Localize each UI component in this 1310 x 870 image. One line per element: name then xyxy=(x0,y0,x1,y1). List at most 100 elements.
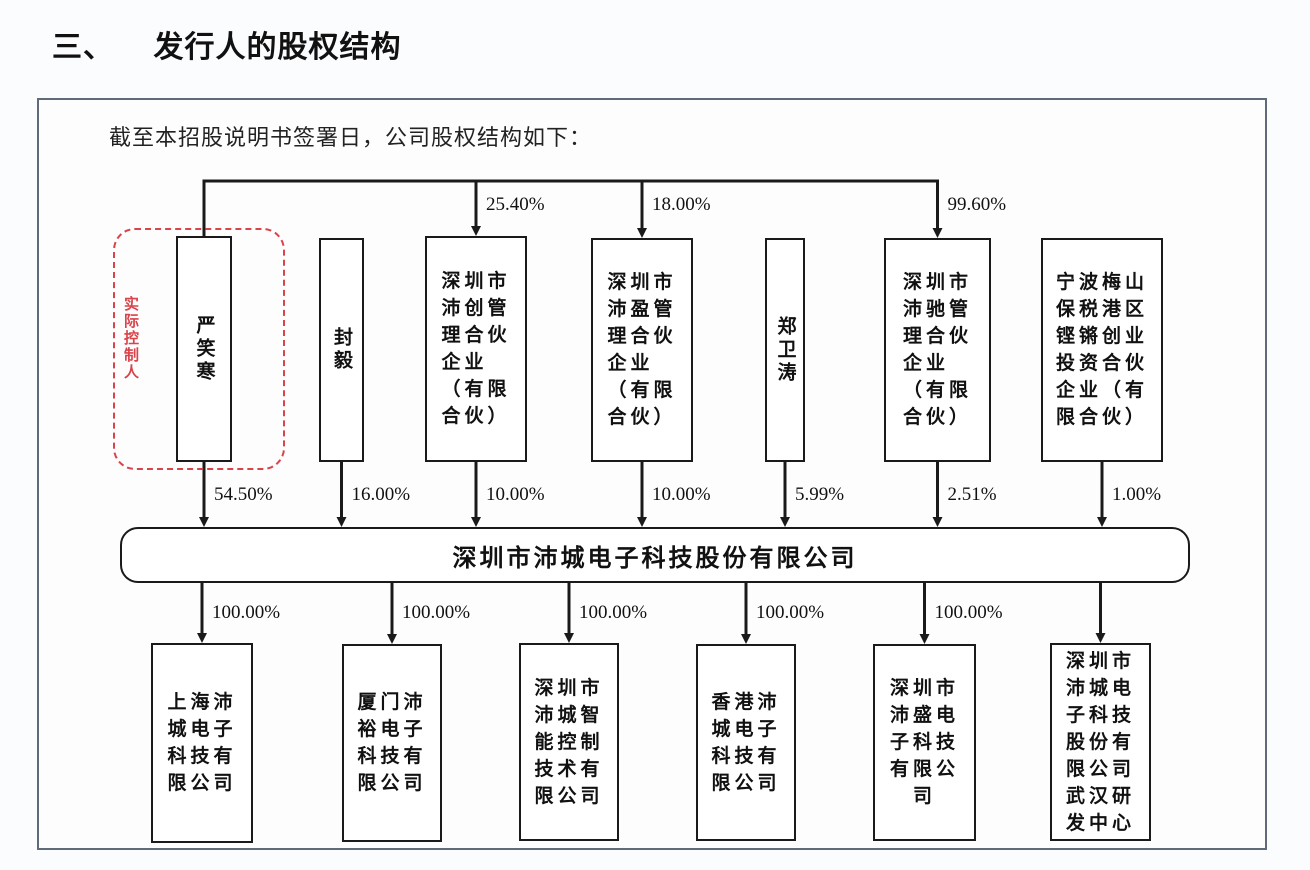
shareholder-name: 郑卫涛 xyxy=(774,315,797,385)
shareholder-name: 深圳市沛盈管理合伙企业 （有限合伙） xyxy=(607,269,676,431)
shareholder-name-line: 深圳市 xyxy=(902,271,972,293)
shareholder-box: 郑卫涛 xyxy=(765,238,805,462)
subsidiary-name-line: 能控制 xyxy=(534,730,604,753)
controller-stake-label: 25.40% xyxy=(486,194,545,215)
subsidiary-name-line: 厦门沛 xyxy=(357,691,427,713)
subsidiary-name-line: 有限公 xyxy=(889,758,959,780)
intro-text: 截至本招股说明书签署日，公司股权结构如下： xyxy=(109,126,593,151)
subsidiary-percentage: 100.00% xyxy=(402,602,471,623)
shareholder-name-line: 沛盈管 xyxy=(607,298,677,320)
shareholder-name-line: 投资合伙 xyxy=(1055,352,1148,374)
shareholding-arrow xyxy=(336,517,347,527)
shareholding-arrow xyxy=(780,517,790,527)
subsidiary-name: 深圳市沛城电子科技股份有限公司武汉研发中心 xyxy=(1066,648,1135,837)
shareholder-name: 封毅 xyxy=(331,327,353,373)
shareholding-percentage: 16.00% xyxy=(351,484,411,505)
subsidiary-name-line: 限公司 xyxy=(711,771,781,794)
subsidiary-name-line: 科技有 xyxy=(167,745,237,767)
shareholder-name-line: 合伙） xyxy=(607,406,677,428)
subsidiary-arrow xyxy=(741,634,751,644)
shareholding-percentage: 10.00% xyxy=(486,484,545,505)
subsidiary-percentage: 100.00% xyxy=(579,602,648,623)
subsidiary-name-line: 子科技 xyxy=(1065,703,1135,726)
subsidiary-name-line: 技术有 xyxy=(534,757,604,780)
controller-stake-arrow xyxy=(637,228,647,238)
subsidiary-name: 厦门沛裕电子科技有限公司 xyxy=(357,689,426,797)
shareholder-box: 封毅 xyxy=(319,238,364,462)
controller-stake-label: 99.60% xyxy=(947,194,1007,215)
shareholding-percentage: 2.51% xyxy=(947,484,997,505)
shareholder-name-line: 沛创管 xyxy=(441,297,511,319)
shareholder-name-line: 企业（有 xyxy=(1055,379,1148,401)
subsidiary-arrow xyxy=(564,633,574,643)
subsidiary-name-line: 深圳市 xyxy=(534,676,604,699)
subsidiary-box: 厦门沛裕电子科技有限公司 xyxy=(342,644,442,842)
shareholder-name-line: 限合伙） xyxy=(1055,406,1148,428)
subsidiary-box: 上海沛城电子科技有限公司 xyxy=(151,643,253,843)
shareholder-name-line: 深圳市 xyxy=(441,270,511,292)
subsidiary-box: 深圳市沛城电子科技股份有限公司武汉研发中心 xyxy=(1050,643,1151,841)
subsidiary-box: 香港沛城电子科技有限公司 xyxy=(696,644,796,841)
subsidiary-name-line: 城电子 xyxy=(711,717,781,740)
subsidiary-name-line: 发中心 xyxy=(1065,811,1135,834)
subsidiary-name-line: 上海沛 xyxy=(167,691,237,713)
shareholding-percentage: 54.50% xyxy=(214,484,273,505)
shareholder-name-line: 沛驰管 xyxy=(902,298,972,320)
center-company-box: 深圳市沛城电子科技股份有限公司 xyxy=(120,527,1190,583)
shareholder-name: 深圳市沛创管理合伙企业 （有限合伙） xyxy=(441,268,510,430)
shareholding-arrow xyxy=(199,517,209,527)
subsidiary-arrow xyxy=(919,634,930,644)
shareholder-name: 宁波梅山保税港区铿锵创业投资合伙企业（有限合伙） xyxy=(1056,269,1148,431)
section-title: 发行人的股权结构 xyxy=(153,30,402,65)
shareholding-arrow xyxy=(1097,517,1107,527)
subsidiary-arrow xyxy=(387,634,397,644)
shareholder-name-line: 理合伙 xyxy=(607,325,677,347)
shareholding-arrow xyxy=(471,517,481,527)
shareholder-name-line: （有限 xyxy=(902,379,972,401)
shareholder-name-line: 企业 xyxy=(607,352,654,374)
subsidiary-name-line: 武汉研 xyxy=(1065,784,1135,807)
subsidiary-name-line: 司 xyxy=(912,785,936,807)
shareholder-name-line: 宁波梅山 xyxy=(1055,271,1148,293)
section-heading: 三、 发行人的股权结构 xyxy=(52,22,401,66)
shareholder-name-line: 理合伙 xyxy=(902,325,972,347)
subsidiary-name-line: 限公司 xyxy=(534,784,604,807)
subsidiary-name-line: 限公司 xyxy=(357,772,427,794)
subsidiary-name-line: 沛城电 xyxy=(1065,676,1135,699)
subsidiary-name-line: 城电子 xyxy=(167,718,237,740)
controller-stake-arrow xyxy=(471,226,481,236)
shareholding-arrow xyxy=(637,517,647,527)
subsidiary-name-line: 沛盛电 xyxy=(889,704,959,726)
shareholder-name-line: 企业 xyxy=(441,351,488,373)
actual-controller-highlight xyxy=(113,228,285,470)
subsidiary-percentage: 100.00% xyxy=(934,602,1003,623)
shareholder-name-line: 企业 xyxy=(902,352,949,374)
shareholder-name-line: 铿锵创业 xyxy=(1055,325,1148,347)
shareholder-name-line: 合伙） xyxy=(902,406,972,428)
subsidiary-box: 深圳市沛城智能控制技术有限公司 xyxy=(519,643,619,841)
subsidiary-name-line: 深圳市 xyxy=(1065,649,1135,672)
subsidiary-name-line: 香港沛 xyxy=(711,690,781,713)
shareholder-name-line: 合伙） xyxy=(441,405,511,427)
shareholding-arrow xyxy=(932,517,943,527)
shareholder-box: 宁波梅山保税港区铿锵创业投资合伙企业（有限合伙） xyxy=(1041,238,1163,462)
subsidiary-box: 深圳市沛盛电子科技有限公司 xyxy=(873,644,976,841)
shareholder-box-controller: 严笑寒 xyxy=(176,236,232,462)
shareholder-name-line: （有限 xyxy=(607,379,677,401)
subsidiary-name-line: 股份有 xyxy=(1065,730,1135,753)
subsidiary-percentage: 100.00% xyxy=(756,602,825,623)
actual-controller-label: 实际控制人 xyxy=(122,296,140,381)
shareholder-box: 深圳市沛创管理合伙企业 （有限合伙） xyxy=(425,236,527,462)
shareholder-name-line: 理合伙 xyxy=(441,324,511,346)
shareholder-name: 深圳市沛驰管理合伙企业 （有限合伙） xyxy=(903,269,972,431)
subsidiary-name-line: 科技有 xyxy=(357,745,427,767)
subsidiary-arrow xyxy=(1095,633,1106,643)
subsidiary-name-line: 子科技 xyxy=(889,731,959,753)
shareholder-name-line: 保税港区 xyxy=(1055,298,1148,320)
section-number: 三、 xyxy=(52,30,114,65)
shareholder-name-line: 深圳市 xyxy=(607,271,677,293)
center-company-name: 深圳市沛城电子科技股份有限公司 xyxy=(452,543,858,572)
shareholder-name-line: （有限 xyxy=(441,378,511,400)
subsidiary-name-line: 限公司 xyxy=(167,772,237,794)
subsidiary-arrow xyxy=(197,633,207,643)
